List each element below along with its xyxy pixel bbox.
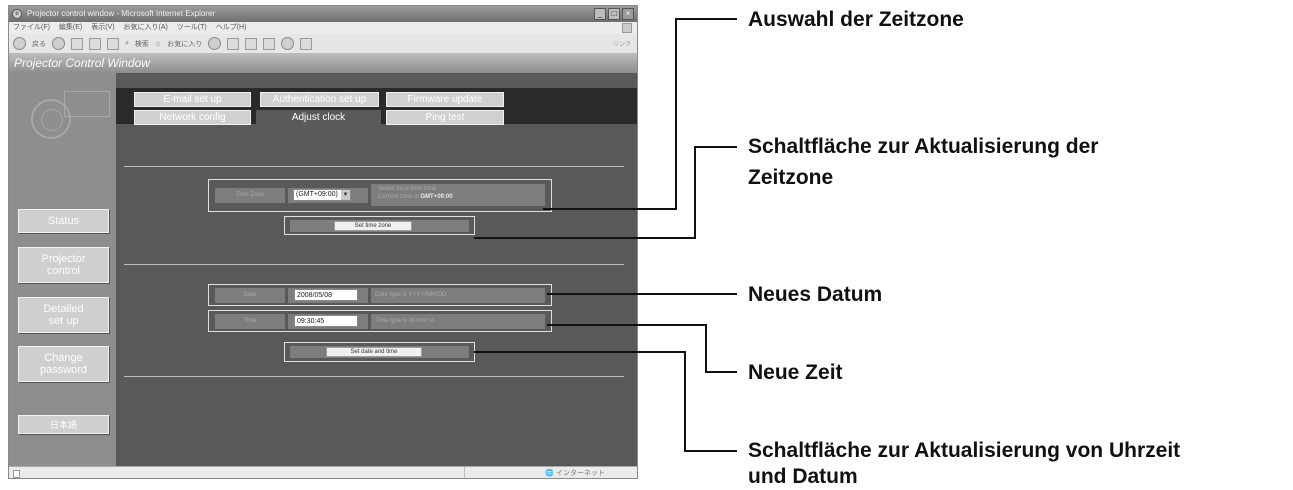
main-content: E-mail set up Authentication set up Firm…	[116, 73, 637, 466]
page-icon	[13, 470, 20, 478]
tab-network-config[interactable]: Network config	[134, 110, 251, 125]
back-label[interactable]: 戻る	[32, 40, 46, 48]
time-section	[208, 310, 552, 332]
callout-timezone-button-line1: Schaltfläche zur Aktualisierung der	[748, 135, 1099, 158]
window-title: Projector control window - Microsoft Int…	[27, 9, 216, 18]
callout-timezone-select: Auswahl der Zeitzone	[748, 8, 964, 31]
menu-tools[interactable]: ツール(T)	[176, 24, 207, 31]
time-input[interactable]	[294, 315, 358, 327]
sidebar-item-label: Status	[47, 215, 80, 227]
set-date-and-time-button[interactable]: Set date and time	[326, 347, 422, 357]
set-time-zone-button[interactable]: Set time zone	[334, 221, 412, 231]
tab-ping-test[interactable]: Ping test	[386, 110, 504, 125]
sidebar-item-label: Change password	[39, 352, 88, 376]
callout-timezone-button-line2: Zeitzone	[748, 166, 834, 189]
current-zone-text: Current zone is GMT+09:00	[378, 194, 453, 201]
sidebar-item-detailed-setup[interactable]: Detailed set up	[18, 297, 109, 333]
sidebar-item-change-password[interactable]: Change password	[18, 346, 109, 382]
chevron-down-icon[interactable]: ▼	[341, 190, 350, 200]
edit-icon[interactable]	[263, 37, 276, 50]
forward-icon[interactable]	[52, 37, 65, 50]
divider	[124, 166, 624, 167]
refresh-icon[interactable]	[89, 37, 101, 50]
search-label[interactable]: 検索	[134, 40, 149, 48]
favorites-icon[interactable]: ☆	[154, 40, 162, 48]
menu-favorites[interactable]: お気に入り(A)	[123, 24, 168, 31]
research-icon[interactable]	[300, 37, 313, 50]
date-input[interactable]	[294, 289, 358, 301]
browser-icon: e	[12, 9, 22, 19]
menu-edit[interactable]: 編集(E)	[58, 24, 83, 31]
messenger-icon[interactable]	[281, 37, 295, 50]
windows-flag-icon	[622, 23, 632, 33]
page-title: Projector Control Window	[9, 54, 637, 73]
timezone-hint: Select local time zone	[378, 186, 437, 192]
date-label: Date	[215, 288, 285, 303]
search-icon[interactable]: ⌕	[125, 39, 129, 47]
history-icon[interactable]	[208, 37, 222, 50]
timezone-section	[208, 179, 552, 212]
divider	[124, 376, 624, 377]
home-icon[interactable]	[107, 37, 119, 50]
close-button[interactable]: ×	[622, 8, 634, 20]
logo-frame	[64, 91, 110, 117]
callout-datetime-button-line2: und Datum	[748, 465, 858, 488]
stop-icon[interactable]	[71, 37, 83, 50]
timezone-button-leader	[474, 146, 737, 239]
time-hint: Time type is hh:mm:ss	[371, 314, 545, 329]
title-bar: e Projector control window - Microsoft I…	[9, 6, 637, 22]
back-icon[interactable]	[13, 37, 26, 50]
time-leader	[547, 324, 737, 373]
timezone-select[interactable]: (GMT+09:00) ▼	[293, 189, 351, 201]
browser-window: e Projector control window - Microsoft I…	[8, 5, 638, 479]
set-time-zone-frame	[284, 216, 475, 235]
menu-view[interactable]: 表示(V)	[91, 24, 115, 31]
links-label[interactable]: リンク	[612, 42, 631, 48]
timezone-label: Time Zone	[215, 188, 285, 203]
minimize-button[interactable]: _	[594, 8, 606, 20]
menu-file[interactable]: ファイル(F)	[13, 24, 50, 31]
tab-firmware-update[interactable]: Firmware update	[386, 92, 504, 107]
menu-help[interactable]: ヘルプ(H)	[215, 24, 247, 31]
tab-authentication-setup[interactable]: Authentication set up	[260, 92, 379, 107]
callout-datetime-button-line1: Schaltfläche zur Aktualisierung von Uhrz…	[748, 439, 1181, 462]
tab-email-setup[interactable]: E-mail set up	[134, 92, 251, 107]
tab-adjust-clock[interactable]: Adjust clock	[256, 110, 381, 130]
mail-icon[interactable]	[227, 37, 240, 50]
logo-icon	[31, 99, 71, 139]
divider	[124, 264, 624, 265]
browser-toolbar: 戻る ⌕ 検索 ☆ お気に入り リンク	[9, 34, 637, 54]
window-controls: _ □ ×	[594, 8, 634, 20]
time-label: Time	[215, 314, 285, 329]
current-zone-value: GMT+09:00	[420, 194, 453, 200]
print-icon[interactable]	[245, 37, 258, 50]
current-zone-prefix: Current zone is	[378, 194, 419, 200]
sidebar: Status Projector control Detailed set up…	[9, 73, 116, 466]
security-zone: 🌐 インターネット	[545, 470, 605, 477]
sidebar-item-status[interactable]: Status	[18, 209, 109, 233]
menu-bar: ファイル(F) 編集(E) 表示(V) お気に入り(A) ツール(T) ヘルプ(…	[9, 22, 637, 34]
callout-new-time: Neue Zeit	[748, 361, 843, 384]
status-bar: 🌐 インターネット	[9, 466, 637, 478]
sidebar-item-label: Projector control	[41, 253, 86, 277]
timezone-info-cell	[371, 184, 545, 206]
datetime-button-leader	[474, 351, 737, 452]
maximize-button[interactable]: □	[608, 8, 620, 20]
sidebar-item-label: Detailed set up	[43, 303, 84, 327]
favorites-label[interactable]: お気に入り	[167, 40, 203, 48]
sidebar-item-japanese[interactable]: 日本語	[18, 415, 109, 434]
sidebar-item-label: 日本語	[49, 419, 77, 430]
zone-label: インターネット	[556, 470, 605, 477]
callout-new-date: Neues Datum	[748, 283, 883, 306]
status-divider	[464, 467, 465, 478]
timezone-value: (GMT+09:00)	[296, 191, 338, 198]
sidebar-item-projector-control[interactable]: Projector control	[18, 247, 109, 283]
page-area: Projector Control Window Status Projecto…	[9, 54, 637, 466]
date-hint: Date type is YYYY/MM/DD	[371, 288, 545, 303]
timezone-select-leader	[543, 18, 737, 210]
